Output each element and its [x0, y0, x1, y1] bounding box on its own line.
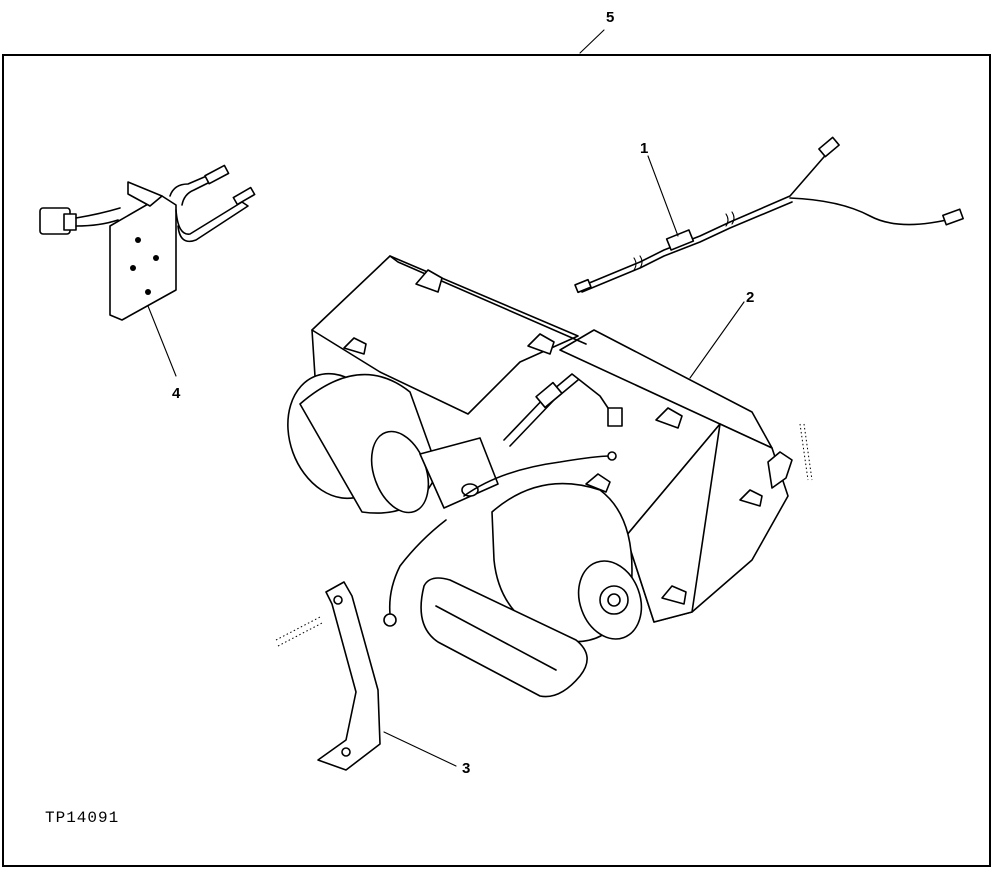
bracket-hole — [145, 289, 151, 295]
callout-5: 5 — [579, 9, 614, 54]
blower-motor — [419, 437, 499, 509]
cable-main — [581, 149, 831, 287]
motor-terminal — [461, 483, 479, 497]
bracket-hole — [135, 237, 141, 243]
fastener-set — [275, 615, 323, 641]
callout-4-label: 4 — [172, 385, 181, 402]
callout-1-leader — [647, 155, 679, 237]
harness-wire — [503, 373, 613, 441]
bracket-arm — [317, 581, 381, 771]
callout-5-leader — [579, 29, 605, 54]
cable-inline-connector — [665, 229, 695, 251]
callout-1-label: 1 — [640, 140, 648, 157]
cable-break-mark — [633, 255, 643, 271]
air-outlet-slot — [435, 605, 557, 671]
diagram-frame — [2, 54, 991, 867]
bracket-hole — [341, 747, 351, 757]
air-outlet-duct — [420, 577, 588, 698]
ground-terminal — [383, 613, 397, 627]
mount-tab — [661, 585, 687, 605]
bracket-plate — [109, 195, 177, 321]
harness-connector — [535, 381, 563, 409]
housing-top-right — [559, 329, 773, 449]
part-1-cable: 1 — [574, 136, 964, 294]
callout-5-label: 5 — [606, 9, 614, 26]
ground-wire — [388, 455, 611, 615]
figure-id: TP14091 — [45, 809, 119, 827]
cable-end-terminal — [574, 278, 592, 294]
callout-2-leader — [689, 301, 745, 379]
mount-tab — [415, 269, 443, 293]
switch-wires — [75, 207, 121, 227]
tube-fitting — [232, 186, 256, 206]
mount-tab — [527, 333, 555, 355]
callout-3-leader — [383, 731, 457, 767]
bracket-hole — [333, 595, 343, 605]
tube-fitting — [204, 164, 230, 185]
part-4-switch-bracket: 4 — [39, 164, 256, 402]
cable-main-outline — [581, 201, 793, 293]
bracket-hole — [130, 265, 136, 271]
cable-break-mark — [725, 211, 735, 227]
fastener-set — [803, 423, 813, 481]
ground-terminal — [607, 451, 617, 461]
bracket-hole — [153, 255, 159, 261]
bracket-flange — [127, 181, 163, 207]
harness-connector — [607, 407, 623, 427]
part-2-heater-assembly: 2 — [287, 255, 813, 698]
cable-branch — [789, 197, 956, 226]
mount-tab — [739, 489, 763, 507]
tube-lower — [175, 201, 249, 243]
mount-tab — [655, 407, 683, 429]
housing-right-face — [625, 423, 721, 623]
switch-plug-collar — [63, 213, 77, 231]
cable-end-terminal — [818, 136, 840, 158]
blower-right-hub-center — [607, 593, 621, 607]
fastener-set — [277, 621, 325, 647]
callout-3-label: 3 — [462, 760, 470, 777]
cable-end-terminal — [942, 208, 964, 226]
fastener-set — [799, 423, 809, 481]
callout-4-leader — [147, 305, 177, 377]
part-3-mounting-bracket: 3 — [275, 581, 470, 777]
mount-tab — [343, 337, 367, 355]
mount-tab — [767, 451, 793, 489]
callout-2-label: 2 — [746, 289, 754, 306]
